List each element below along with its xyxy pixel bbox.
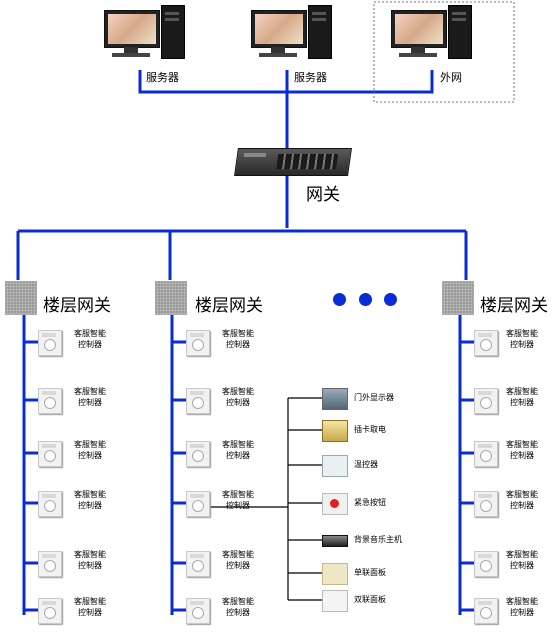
controller-thermostat-icon [186,598,210,624]
controller-label: 客服智能控制器 [74,550,106,570]
controller-thermostat-icon [38,491,62,517]
device-label: 温控器 [354,460,378,469]
controller-thermostat-icon [38,388,62,414]
controller-label: 客服智能控制器 [74,387,106,407]
controller-thermostat-icon [186,330,210,356]
tower-icon [308,5,332,59]
server-computer-1 [104,5,185,65]
server2-label: 服务器 [294,71,327,84]
single-panel-icon [322,563,348,585]
controller-thermostat-icon [186,491,210,517]
server1-label: 服务器 [146,71,179,84]
controller-label: 客服智能控制器 [74,490,106,510]
floor-gateway-3-label: 楼层网关 [480,296,548,316]
emergency-button-icon [322,493,348,515]
controller-thermostat-icon [186,551,210,577]
external-label: 外网 [440,71,462,84]
controller-thermostat-icon [38,551,62,577]
controller-thermostat-icon [474,441,498,467]
floor-gateway-2-label: 楼层网关 [195,296,263,316]
gateway-rack-icon [234,148,352,176]
controller-label: 客服智能控制器 [74,597,106,617]
device-label: 紧急按钮 [354,498,386,507]
controller-label: 客服智能控制器 [506,329,538,349]
controller-label: 客服智能控制器 [506,440,538,460]
controller-label: 客服智能控制器 [222,387,254,407]
tower-icon [448,5,472,59]
more-dot-1 [333,293,346,306]
card-power-icon [322,420,348,442]
controller-label: 客服智能控制器 [222,597,254,617]
music-host-icon [322,535,348,547]
floor-gateway-3-icon [442,281,474,315]
monitor-icon [104,10,160,48]
controller-thermostat-icon [474,598,498,624]
device-label: 背景音乐主机 [354,535,402,544]
display-panel-icon [322,388,348,410]
controller-label: 客服智能控制器 [506,597,538,617]
controller-label: 客服智能控制器 [222,440,254,460]
controller-thermostat-icon [38,598,62,624]
monitor-icon [251,10,307,48]
tower-icon [161,5,185,59]
controller-label: 客服智能控制器 [222,329,254,349]
thermostat-icon [322,455,348,477]
floor-gateway-1-label: 楼层网关 [43,296,111,316]
controller-thermostat-icon [474,551,498,577]
more-dot-2 [359,293,372,306]
controller-label: 客服智能控制器 [222,550,254,570]
controller-label: 客服智能控制器 [506,550,538,570]
controller-thermostat-icon [38,441,62,467]
device-label: 门外显示器 [354,393,394,402]
controller-label: 客服智能控制器 [506,490,538,510]
controller-thermostat-icon [474,330,498,356]
floor-gateway-2-icon [155,281,187,315]
external-computer [391,5,472,65]
controller-label: 客服智能控制器 [74,329,106,349]
controller-label: 客服智能控制器 [506,387,538,407]
controller-label: 客服智能控制器 [74,440,106,460]
device-label: 单联面板 [354,568,386,577]
device-label: 插卡取电 [354,425,386,434]
controller-label: 客服智能控制器 [222,490,254,510]
monitor-icon [391,10,447,48]
double-panel-icon [322,590,348,612]
external-net-frame [373,1,515,103]
controller-thermostat-icon [474,491,498,517]
controller-thermostat-icon [186,388,210,414]
device-label: 双联面板 [354,595,386,604]
controller-thermostat-icon [186,441,210,467]
gateway-label: 网关 [306,185,340,205]
controller-thermostat-icon [474,388,498,414]
server-computer-2 [251,5,332,65]
floor-gateway-1-icon [5,281,37,315]
more-dot-3 [384,293,397,306]
controller-thermostat-icon [38,330,62,356]
